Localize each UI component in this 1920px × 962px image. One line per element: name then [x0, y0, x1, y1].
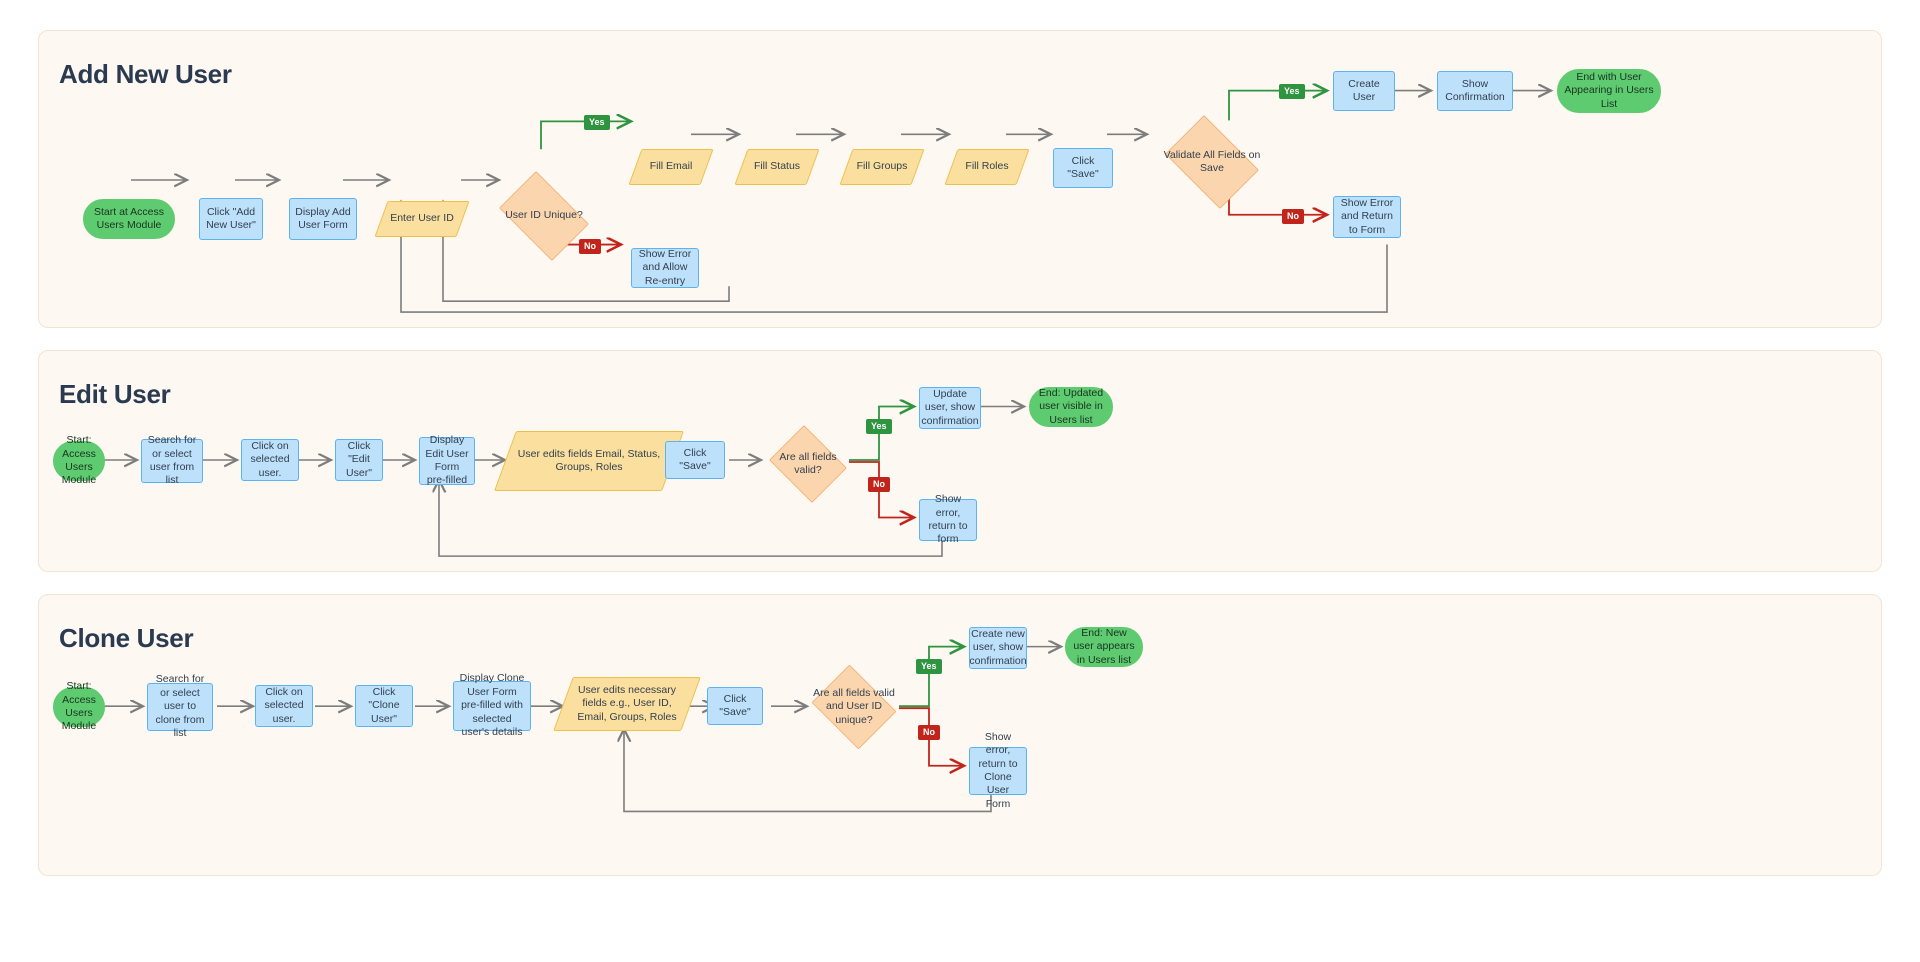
edges-clone-user: [101, 595, 1881, 813]
node-enter-user-id[interactable]: Enter User ID: [374, 201, 470, 237]
node-user-id-unique-decision[interactable]: User ID Unique?: [491, 171, 597, 261]
node-are-all-fields-valid-unique-decision[interactable]: Are all fields valid and User ID unique?: [807, 664, 901, 750]
edge-label-yes-user-id-unique: Yes: [584, 115, 610, 130]
node-are-all-fields-valid-decision[interactable]: Are all fields valid?: [765, 425, 851, 503]
edge-label-yes-clone: Yes: [916, 659, 942, 674]
node-click-on-selected-user[interactable]: Click on selected user.: [241, 439, 299, 481]
node-validate-all-fields-decision[interactable]: Validate All Fields on Save: [1157, 115, 1267, 209]
node-start-access-users-module-edit[interactable]: Start: Access Users Module: [53, 434, 105, 486]
node-create-user[interactable]: Create User: [1333, 71, 1395, 111]
node-search-select-user-to-clone[interactable]: Search for or select user to clone from …: [147, 673, 213, 739]
node-start-access-users-module[interactable]: Start at Access Users Module: [83, 199, 175, 239]
node-click-save[interactable]: Click "Save": [1053, 148, 1113, 188]
node-display-add-user-form[interactable]: Display Add User Form: [289, 198, 357, 240]
node-user-edits-necessary-fields[interactable]: User edits necessary fields e.g., User I…: [553, 677, 701, 731]
node-fill-roles[interactable]: Fill Roles: [944, 149, 1030, 185]
node-create-new-user-show-confirmation[interactable]: Create new user, show confirmation: [969, 627, 1027, 669]
edge-label-yes-validate: Yes: [1279, 84, 1305, 99]
node-fill-email[interactable]: Fill Email: [628, 149, 714, 185]
node-fill-groups[interactable]: Fill Groups: [839, 149, 925, 185]
edge-label-yes-edit: Yes: [866, 419, 892, 434]
node-end-user-appearing-in-list[interactable]: End with User Appearing in Users List: [1557, 69, 1661, 113]
node-start-access-users-module-clone[interactable]: Start: Access Users Module: [53, 680, 105, 732]
node-show-confirmation[interactable]: Show Confirmation: [1437, 71, 1513, 111]
edge-label-no-clone: No: [918, 725, 940, 740]
canvas-edit-user: Start: Access Users Module Search for or…: [39, 351, 1881, 571]
edge-label-no-user-id-unique: No: [579, 239, 601, 254]
page-title-edit-user: Edit User: [59, 379, 171, 409]
node-display-edit-user-form[interactable]: Display Edit User Form pre-filled: [419, 434, 475, 486]
canvas-clone-user: Start: Access Users Module Search for or…: [39, 595, 1881, 875]
panel-edit-user: Edit User: [38, 350, 1882, 572]
node-click-add-new-user[interactable]: Click "Add New User": [199, 198, 263, 240]
node-click-on-selected-user-clone[interactable]: Click on selected user.: [255, 685, 313, 727]
node-user-edits-fields[interactable]: User edits fields Email, Status, Groups,…: [494, 431, 684, 491]
node-click-clone-user[interactable]: Click "Clone User": [355, 685, 413, 727]
node-update-user-show-confirmation[interactable]: Update user, show confirmation: [919, 387, 981, 429]
node-click-save-edit[interactable]: Click "Save": [665, 441, 725, 479]
node-click-edit-user[interactable]: Click "Edit User": [335, 439, 383, 481]
node-fill-status[interactable]: Fill Status: [734, 149, 820, 185]
node-show-error-return-to-form-edit[interactable]: Show error, return to form: [919, 493, 977, 545]
canvas-add-new-user: Start at Access Users Module Click "Add …: [39, 31, 1881, 327]
node-show-error-return-to-form[interactable]: Show Error and Return to Form: [1333, 196, 1401, 238]
page-title-clone-user: Clone User: [59, 623, 194, 653]
edge-label-no-validate: No: [1282, 209, 1304, 224]
edge-label-no-edit: No: [868, 477, 890, 492]
node-display-clone-user-form[interactable]: Display Clone User Form pre-filled with …: [453, 672, 531, 738]
panel-add-new-user: Add New User: [38, 30, 1882, 328]
node-show-error-return-to-clone-form[interactable]: Show error, return to Clone User Form: [969, 731, 1027, 810]
panel-clone-user: Clone User: [38, 594, 1882, 876]
node-end-new-user-appears[interactable]: End: New user appears in Users list: [1065, 627, 1143, 667]
page-title-add-new-user: Add New User: [59, 59, 232, 89]
node-end-updated-user-visible[interactable]: End: Updated user visible in Users list: [1029, 387, 1113, 427]
node-search-select-user[interactable]: Search for or select user from list: [141, 434, 203, 486]
node-click-save-clone[interactable]: Click "Save": [707, 687, 763, 725]
node-show-error-allow-reentry[interactable]: Show Error and Allow Re-entry: [631, 248, 699, 288]
